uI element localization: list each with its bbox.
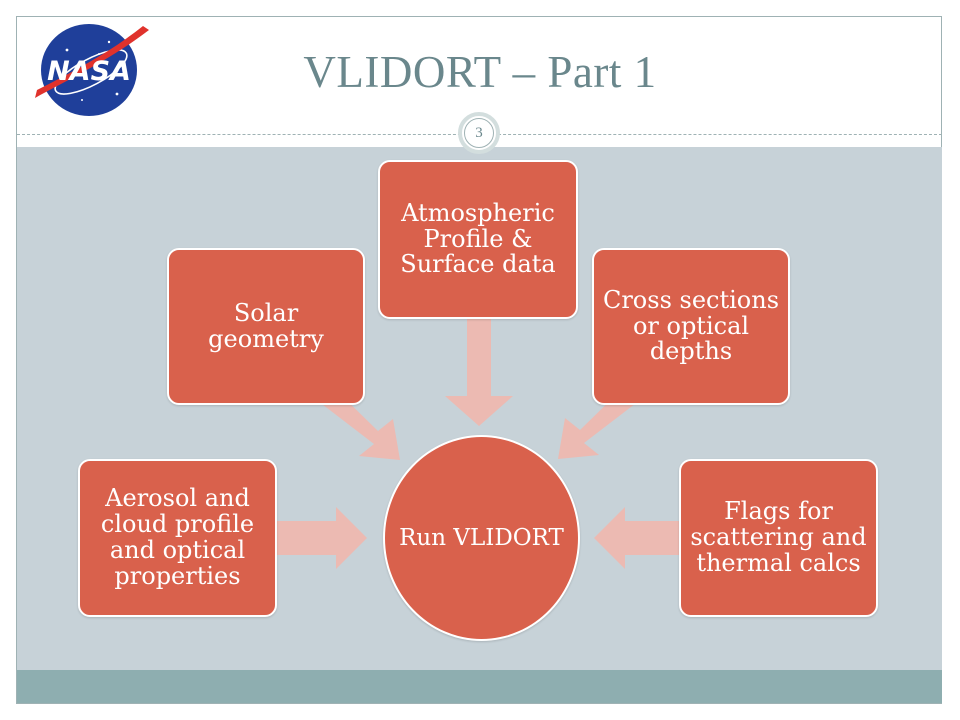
arrow-aerosol (277, 507, 367, 569)
nasa-meatball-icon: NASA (35, 24, 149, 116)
footer-band (17, 670, 942, 703)
solar-geometry-node: Solar geometry (167, 248, 365, 405)
arrow-cross-sections (558, 387, 640, 459)
arrow-atmospheric (445, 318, 513, 426)
slide-title: VLIDORT – Part 1 (303, 47, 657, 97)
arrow-solar (318, 388, 400, 460)
aerosol-cloud-node: Aerosol and cloud profile and optical pr… (78, 459, 277, 617)
arrow-flags (594, 507, 684, 569)
run-vlidort-node: Run VLIDORT (383, 435, 580, 641)
page-number: 3 (458, 112, 500, 154)
flags-node: Flags for scattering and thermal calcs (679, 459, 878, 617)
cross-sections-node: Cross sections or optical depths (592, 248, 790, 405)
nasa-wordmark: NASA (47, 56, 131, 87)
atmospheric-profile-node: Atmospheric Profile & Surface data (378, 160, 578, 319)
